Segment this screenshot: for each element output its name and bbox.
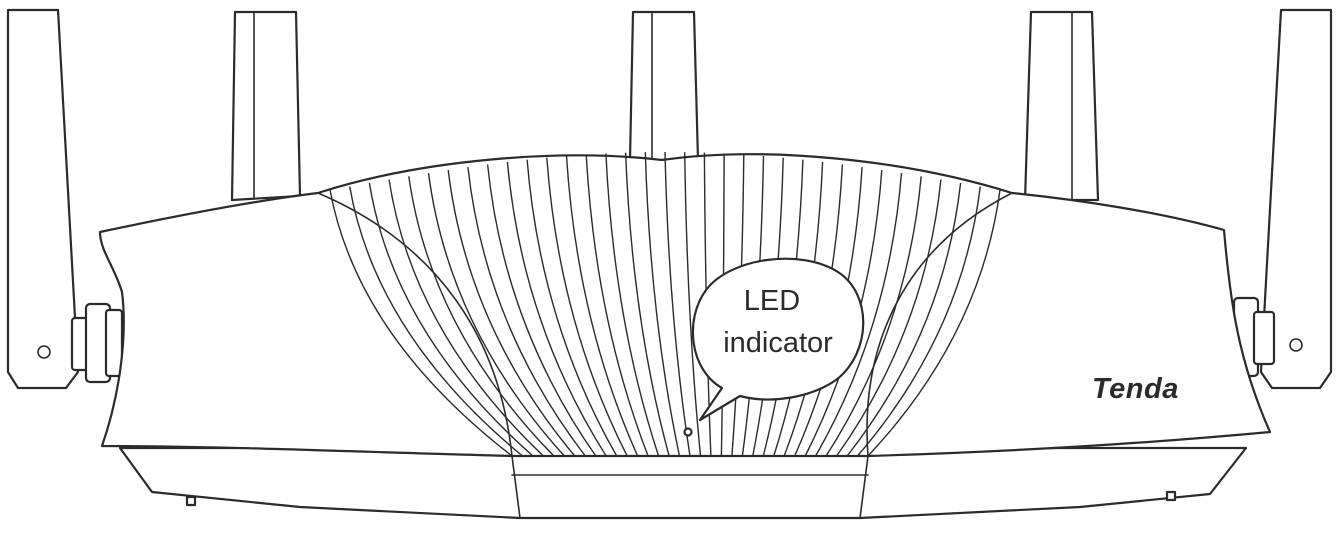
tenda-logo: Tenda [1092,373,1179,405]
router-base [118,446,1248,520]
rib-line [814,173,903,457]
rib-line [546,157,628,457]
rib-line [329,189,513,457]
callout-label-line1: LED [744,285,800,317]
rib-line [368,182,534,457]
rib-line [486,164,597,457]
rib-line [856,186,981,457]
rib-line [506,161,607,457]
rib-line [408,176,555,457]
rib-line [836,179,942,457]
callout-label-line2: indicator [723,327,833,359]
antenna-center [628,10,700,162]
antenna-right-inner [1023,10,1100,202]
antenna-left-outer [6,8,80,390]
hinge-left [70,302,124,384]
rib-line [624,152,670,457]
rib-line [467,167,586,457]
rib-line [846,182,962,457]
antenna-left-inner [230,10,302,202]
led-callout: LED indicator [691,257,865,422]
rib-line [349,186,523,457]
rib-line [664,151,691,457]
rib-line [644,152,681,457]
rib-line [565,155,639,457]
rib-line [526,159,618,457]
led-indicator-light [683,427,693,437]
rib-line [447,169,576,457]
rib-line [684,152,702,457]
rib-line [825,176,922,457]
rib-line [388,179,544,457]
rib-line [427,173,565,457]
rib-line [585,154,649,457]
antenna-right-outer [1259,8,1333,390]
rib-line [605,153,660,457]
rib-line [867,189,1001,457]
